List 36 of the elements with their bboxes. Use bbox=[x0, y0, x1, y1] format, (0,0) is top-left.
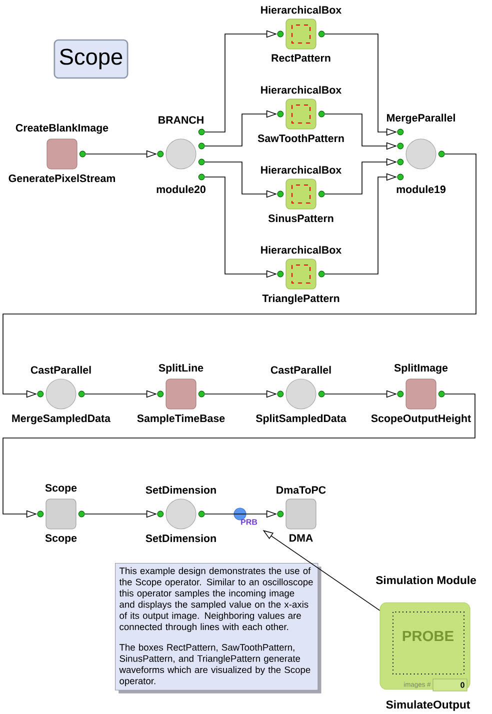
type-label: BRANCH bbox=[158, 116, 204, 124]
instance-label: RectPattern bbox=[272, 54, 330, 62]
type-label: CreateBlankImage bbox=[16, 124, 108, 134]
type-label: MergeParallel bbox=[387, 114, 455, 124]
instance-label: GeneratePixelStream bbox=[8, 174, 115, 182]
instance-label: MergeSampledData bbox=[12, 414, 111, 424]
connector-arrow bbox=[2, 394, 476, 518]
instance-label: DMA bbox=[290, 534, 313, 542]
instance-label: module20 bbox=[156, 185, 206, 194]
type-label: CastParallel bbox=[30, 366, 91, 374]
type-label: DmaToPC bbox=[276, 486, 326, 494]
type-label: CastParallel bbox=[270, 366, 331, 374]
probe-text: PROBE bbox=[402, 630, 454, 642]
type-label: SplitImage bbox=[394, 364, 448, 374]
instance-label: ScopeOutputHeight bbox=[371, 414, 471, 424]
type-label: HierarchicalBox bbox=[261, 6, 342, 14]
type-label: SplitLine bbox=[158, 364, 204, 374]
note-box: This example design demonstrates the use of the Scope operator. Similar to an oscilloscope this operator samples the incoming image and displays the sampled value on the x-axis of its output image. Neighboring values are connected through lines with each other. The boxes RectPattern, SawToothPattern, SinusPattern, and TrianglePattern generate waveforms which are visualized by the Scope operator. bbox=[115, 563, 322, 694]
type-label: HierarchicalBox bbox=[261, 246, 342, 254]
image-count-field: 0 bbox=[432, 678, 468, 692]
instance-label: SimulateOutput bbox=[386, 700, 470, 711]
type-label: SetDimension bbox=[146, 486, 216, 494]
type-label: HierarchicalBox bbox=[261, 86, 342, 94]
type-label: HierarchicalBox bbox=[261, 166, 342, 174]
title-box: Scope bbox=[54, 39, 128, 79]
connector-arrow bbox=[2, 154, 476, 398]
instance-label: SplitSampledData bbox=[256, 414, 346, 424]
instance-label: SawToothPattern bbox=[258, 134, 344, 142]
instance-label: SetDimension bbox=[146, 534, 216, 542]
instance-label: SinusPattern bbox=[268, 214, 334, 222]
module-title: Simulation Module bbox=[376, 576, 476, 584]
instance-label: Scope bbox=[45, 534, 77, 544]
type-label: Scope bbox=[45, 484, 77, 494]
instance-label: TrianglePattern bbox=[262, 294, 340, 304]
instance-label: module19 bbox=[396, 185, 446, 194]
instance-label: SampleTimeBase bbox=[137, 414, 225, 424]
